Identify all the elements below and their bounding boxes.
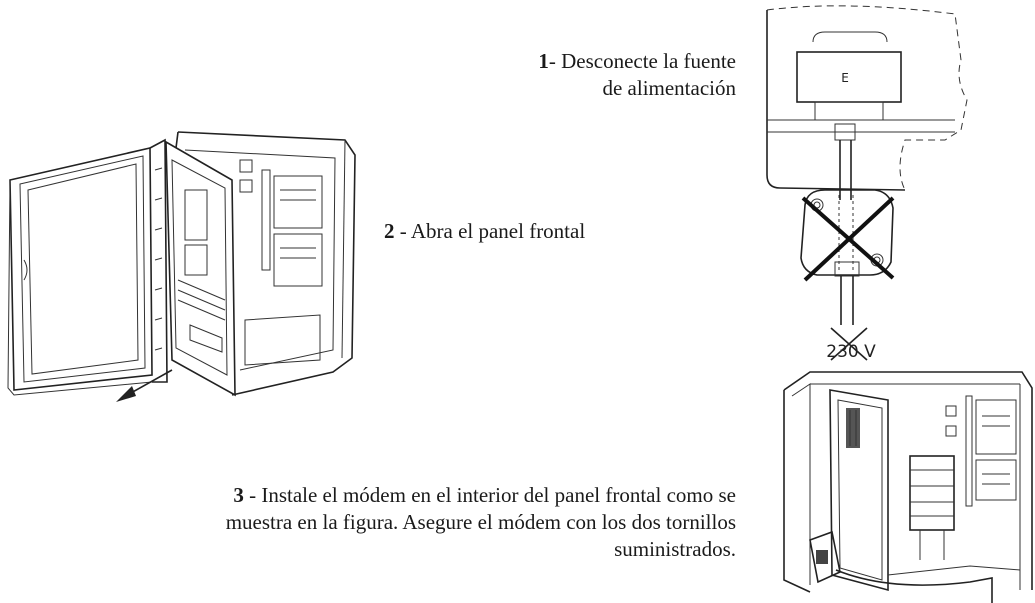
step-1-text: - Desconecte la fuente [548,49,736,73]
transformer-label: E [841,71,849,85]
step-3-text-line3: suministrados. [614,537,736,561]
step-3-number: 3 [233,483,244,507]
open-controller-illustration [7,131,356,402]
step-1-instruction: 1- Desconecte la fuente de alimentación [420,48,736,102]
power-disconnect-illustration: E 230 V [766,5,968,362]
step-1-number: 1 [538,49,549,73]
step-1-text-line2: de alimentación [602,76,736,100]
voltage-label: 230 V [826,342,876,362]
step-2-instruction: 2 - Abra el panel frontal [384,218,704,245]
step-3-instruction: 3 - Instale el módem en el interior del … [2,482,736,563]
step-2-text: - Abra el panel frontal [394,219,586,243]
modem-installed-illustration [783,371,1033,603]
step-3-text-line2: muestra en la figura. Asegure el módem c… [225,510,736,534]
step-3-text-line1: - Instale el módem en el interior del pa… [243,483,736,507]
step-2-number: 2 [384,219,395,243]
